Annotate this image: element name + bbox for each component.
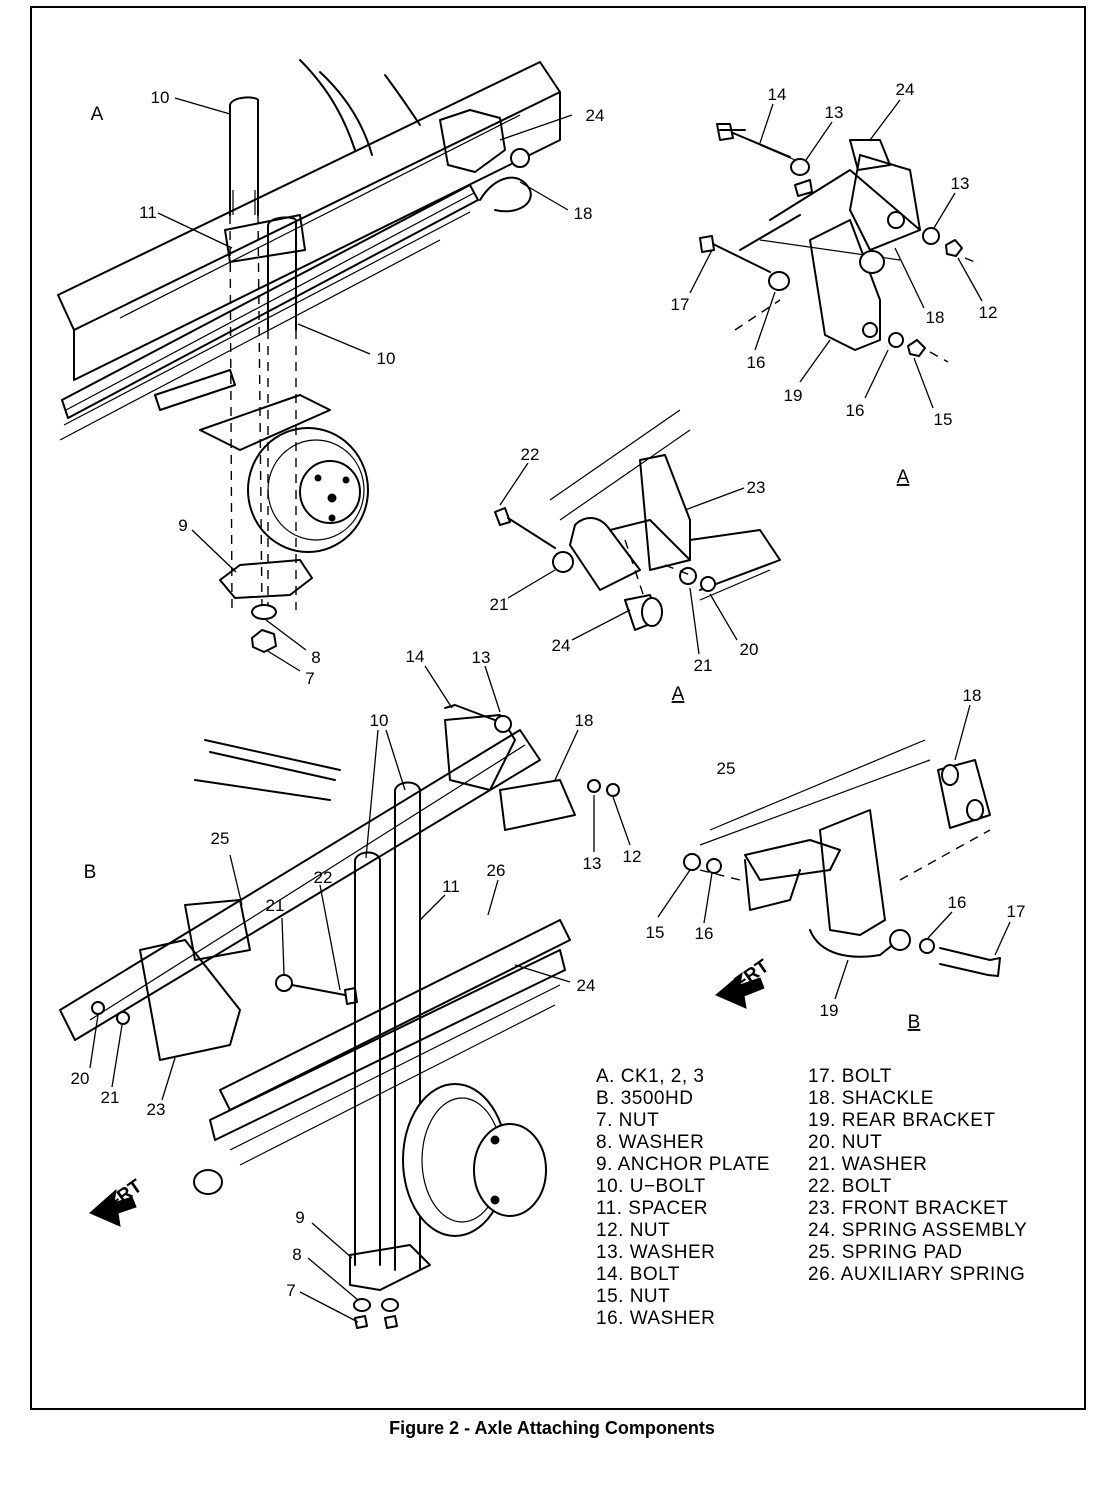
callout: 23 [147,1100,166,1119]
callout: 15 [646,923,665,942]
callout: 11 [139,203,157,222]
legend-item: 13. WASHER [596,1242,716,1263]
legend-item: 7. NUT [596,1110,660,1131]
callout: 10 [370,711,389,730]
callout: 25 [717,759,736,778]
callout: 16 [747,353,766,372]
callout: 17 [671,295,690,314]
callout: 10 [377,349,396,368]
callout: 24 [577,976,596,995]
legend-item: B. 3500HD [596,1088,694,1109]
legend-item: 8. WASHER [596,1132,705,1153]
callout: 10 [151,88,170,107]
callout: 8 [292,1245,301,1264]
legend-item: 26. AUXILIARY SPRING [808,1264,1026,1285]
legend-item: 23. FRONT BRACKET [808,1198,1009,1219]
view-a-main-assembly [57,59,561,653]
legend-item: 9. ANCHOR PLATE [596,1154,770,1175]
callout: 18 [926,308,945,327]
legend-item: 18. SHACKLE [808,1088,934,1109]
view-label: A [672,684,685,705]
figure-caption: Figure 2 - Axle Attaching Components [389,1418,715,1438]
view-label: A [91,104,104,125]
callout: 12 [979,303,998,322]
legend-item: 12. NUT [596,1220,671,1241]
callout: 9 [178,516,187,535]
callout: 18 [963,686,982,705]
callout: 15 [934,410,953,429]
callout-numbers: 10 24 11 18 10 9 8 7 14 13 24 13 17 18 1… [71,80,1026,1300]
exploded-diagram: A A A B B FRT FRT 10 24 11 18 10 9 8 7 1… [57,59,1026,1329]
callout: 19 [820,1001,839,1020]
view-a-front-bracket [494,409,781,631]
frt-arrow-icon [715,971,765,1009]
legend-item: 10. U−BOLT [596,1176,706,1197]
legend-item: 21. WASHER [808,1154,928,1175]
callout: 14 [768,85,787,104]
callout: 9 [295,1208,304,1227]
callout: 24 [896,80,915,99]
legend-item: A. CK1, 2, 3 [596,1066,705,1087]
figure-frame [30,6,1086,1410]
legend-item: 22. BOLT [808,1176,892,1197]
callout: 13 [951,174,970,193]
callout: 8 [311,648,320,667]
callout: 13 [825,103,844,122]
callout: 11 [442,877,460,896]
callout: 22 [521,445,540,464]
callout: 20 [740,640,759,659]
callout: 13 [583,854,602,873]
callout: 20 [71,1069,90,1088]
view-b-main-assembly [59,704,620,1329]
callout: 7 [286,1281,295,1300]
callout: 21 [266,896,285,915]
legend-item: 20. NUT [808,1132,883,1153]
callout: 22 [314,868,333,887]
legend-column-1: A. CK1, 2, 3 B. 3500HD 7. NUT 8. WASHER … [596,1066,770,1330]
callout: 18 [575,711,594,730]
callout: 21 [694,656,713,675]
callout: 16 [695,924,714,943]
callout: 21 [101,1088,120,1107]
view-label: B [908,1012,921,1033]
callout: 26 [487,861,506,880]
callout: 16 [846,401,865,420]
callout: 18 [574,204,593,223]
legend-item: 11. SPACER [596,1198,709,1219]
callout: 7 [305,669,314,688]
callout: 19 [784,386,803,405]
legend-item: 25. SPRING PAD [808,1242,963,1263]
callout: 21 [490,595,509,614]
leader-lines [89,97,1011,1323]
callout: 16 [948,893,967,912]
view-a-rear-shackle [699,123,981,363]
callout: 12 [623,847,642,866]
frt-arrow-icon [89,1188,137,1227]
callout: 24 [586,106,605,125]
legend-column-2: 17. BOLT 18. SHACKLE 19. REAR BRACKET 20… [808,1066,1027,1286]
callout: 17 [1007,902,1026,921]
legend-item: 19. REAR BRACKET [808,1110,996,1131]
legend-item: 16. WASHER [596,1308,716,1329]
view-label: A [897,467,910,488]
view-b-rear-bracket [683,739,1001,977]
legend-item: 15. NUT [596,1286,671,1307]
legend-item: 24. SPRING ASSEMBLY [808,1220,1028,1241]
view-label: B [84,862,97,883]
callout: 25 [211,829,230,848]
callout: 14 [406,647,425,666]
legend-item: 14. BOLT [596,1264,680,1285]
callout: 23 [747,478,766,497]
callout: 13 [472,648,491,667]
legend-item: 17. BOLT [808,1066,892,1087]
callout: 24 [552,636,571,655]
